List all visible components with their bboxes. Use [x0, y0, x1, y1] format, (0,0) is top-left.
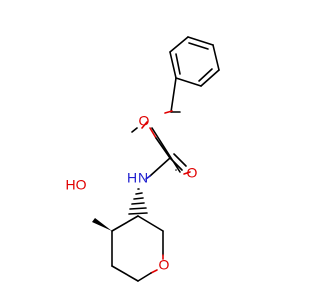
- bond-o-carbonyl-c: [131, 127, 138, 133]
- hydroxyl-label: HO: [66, 177, 87, 193]
- bond-ar-6: [169, 51, 177, 79]
- amide-nitrogen-label: N: [138, 170, 148, 186]
- bond-o-ester: [141, 121, 148, 129]
- bond-c5-c4: [111, 265, 139, 282]
- structure-canvas: O O H N O HO: [65, 36, 220, 282]
- stereo-bond-n-c3: [128, 188, 148, 215]
- bond-ar-5: [175, 77, 202, 87]
- amide-hydrogen-label: H: [127, 170, 137, 186]
- bond-ar-3: [212, 44, 220, 71]
- bond-ar-inner-2: [198, 68, 213, 82]
- bond-carbonylc-to-n: [149, 157, 171, 177]
- ring-oxygen-label: O: [159, 257, 170, 273]
- bond-o-c6: [150, 269, 158, 274]
- bond-n-segment: [145, 175, 151, 180]
- bond-c3-c4-top: [111, 215, 139, 232]
- bond-ester-o-to-c: [149, 127, 157, 139]
- bond-ch2-o-red: [164, 110, 173, 114]
- bond-ring-ch2: [170, 77, 177, 113]
- bond-ar-inner-1: [188, 42, 209, 50]
- bond-c-o-dbl-2: [173, 153, 187, 167]
- bond-ar-2: [187, 36, 214, 46]
- benzene-ring: [169, 36, 220, 87]
- bond-c-o-dbl-1: [169, 157, 183, 171]
- ester-oxygen-label: O: [139, 113, 150, 129]
- bond-carbonyl-double-1: [183, 171, 191, 175]
- bond-carbonyl-c: [151, 127, 181, 173]
- pyran-ring: [111, 215, 164, 282]
- bond-ar-1: [169, 36, 189, 53]
- bond-o-to-carbonylc: [155, 137, 171, 159]
- bond-ar-inner-3: [175, 53, 181, 75]
- bond-ar-4: [200, 69, 220, 87]
- bond-c6-c5: [137, 272, 152, 282]
- stereo-wedge-c4-oh: [92, 218, 112, 231]
- bond-c3-c2: [137, 215, 164, 232]
- carbonyl-oxygen-label: O: [187, 165, 198, 181]
- molecule-diagram: O O H N O HO: [66, 36, 220, 282]
